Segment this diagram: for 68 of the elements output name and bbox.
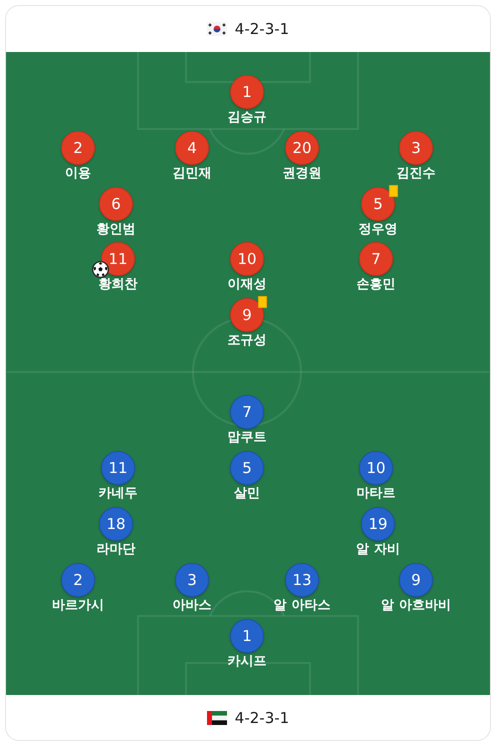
player-name: 카시프: [228, 654, 266, 670]
jersey-number: 3: [411, 140, 421, 156]
player-marker: [230, 298, 264, 332]
player-name: 아바스: [172, 598, 212, 614]
player-name: 정우영: [358, 222, 398, 238]
player-marker: [99, 187, 133, 221]
formation-label: 4-2-3-1: [234, 709, 290, 727]
player-name: 김민재: [172, 166, 212, 182]
jersey-number: 10: [237, 250, 257, 268]
player-marker: [399, 563, 433, 597]
formation-label: 4-2-3-1: [234, 20, 290, 38]
jersey-number: 2: [73, 140, 83, 156]
player-marker: [399, 131, 433, 165]
jersey-number: 3: [187, 572, 197, 588]
player-name: 황희찬: [98, 277, 138, 293]
jersey-number: 1: [242, 84, 252, 100]
player-marker: [175, 563, 209, 597]
jersey-number: 9: [411, 572, 421, 588]
player-marker: [361, 187, 395, 221]
player-marker: [61, 131, 95, 165]
player-marker: [101, 242, 135, 276]
player-marker: [285, 563, 319, 597]
jersey-number: 7: [371, 250, 381, 268]
jersey-number: 1: [242, 628, 252, 644]
jersey-number: 9: [242, 306, 252, 324]
player-marker: [230, 242, 264, 276]
player-name: 라마단: [96, 542, 136, 558]
player-name: 권경원: [282, 166, 322, 182]
jersey-number: 2: [73, 572, 83, 588]
player-marker: [285, 131, 319, 165]
jersey-number: 11: [108, 250, 128, 268]
player-name: 알 아타스: [274, 598, 330, 614]
player-marker: [359, 451, 393, 485]
jersey-number: 20: [292, 140, 312, 156]
player-name: 황인범: [96, 222, 136, 238]
player-marker: [230, 619, 264, 653]
player-name: 카네두: [98, 486, 138, 502]
jersey-number: 13: [292, 572, 312, 588]
jersey-number: 11: [108, 460, 128, 476]
player-marker: [175, 131, 209, 165]
jersey-number: 10: [366, 460, 386, 476]
player-name: 마타르: [356, 486, 396, 502]
player-marker: [230, 395, 264, 429]
player-name: 살민: [234, 486, 260, 502]
player-marker: [99, 507, 133, 541]
player-marker: [361, 507, 395, 541]
player-name: 김진수: [396, 166, 436, 182]
player-marker: [61, 563, 95, 597]
player-marker: [359, 242, 393, 276]
player-name: 김승규: [228, 110, 266, 126]
player-name: 알 자비: [356, 542, 400, 558]
jersey-number: 7: [242, 404, 252, 420]
player-name: 조규성: [228, 333, 266, 349]
player-name: 알 아흐바비: [381, 598, 451, 614]
jersey-number: 5: [242, 460, 252, 476]
jersey-number: 19: [368, 516, 388, 532]
jersey-number: 18: [106, 516, 126, 532]
player-marker: [230, 451, 264, 485]
player-marker: [101, 451, 135, 485]
player-name: 손흥민: [356, 277, 396, 293]
jersey-number: 6: [111, 196, 121, 212]
player-name: 바르가시: [52, 598, 104, 614]
player-marker: [230, 75, 264, 109]
player-name: 이용: [65, 166, 91, 182]
jersey-number: 4: [187, 140, 197, 156]
jersey-number: 5: [373, 196, 383, 212]
player-name: 맙쿠트: [228, 430, 266, 446]
player-name: 이재성: [228, 277, 266, 293]
